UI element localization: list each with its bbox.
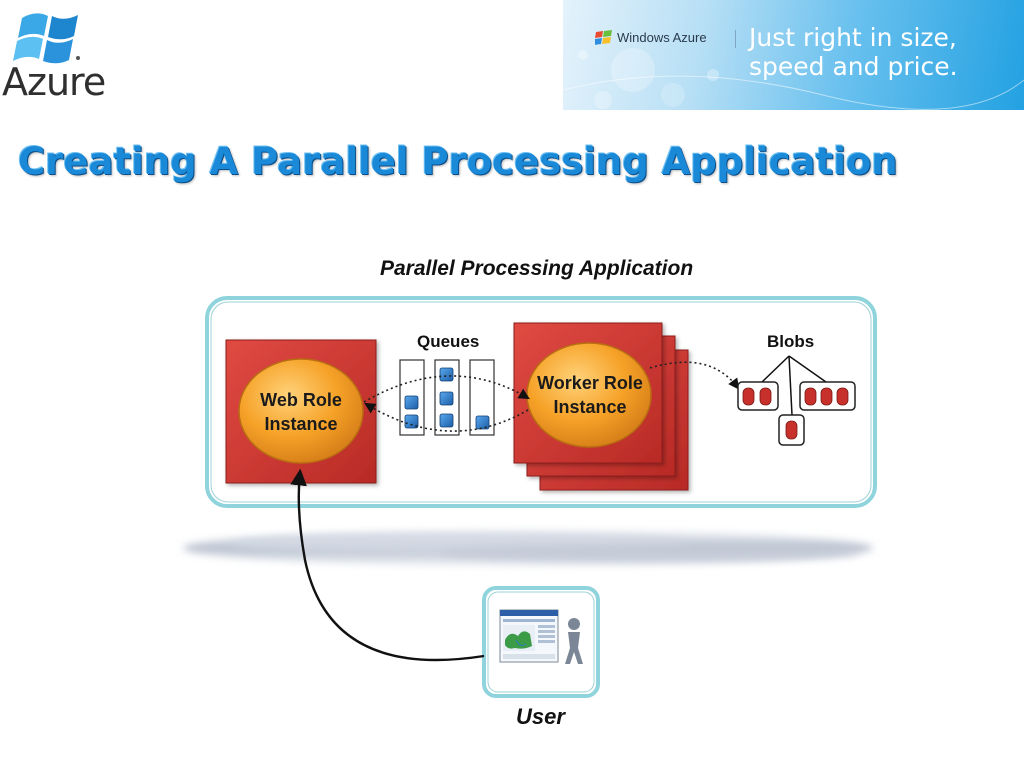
banner-tagline: Just right in size, speed and price. [749, 23, 958, 81]
blobs-group [737, 355, 856, 446]
worker-role-label: Worker Role Instance [525, 371, 655, 419]
cloud-band [183, 530, 873, 566]
queues-group [399, 359, 495, 436]
banner-divider [735, 30, 736, 48]
windows-flag-icon [13, 13, 80, 64]
flow-to-worker-arrow [363, 375, 530, 403]
queue-message-icon [439, 391, 454, 406]
flow-to-web-arrow [364, 402, 529, 432]
person-icon [565, 618, 583, 664]
windows-flag-small-icon [595, 30, 612, 45]
queue-message-icon [439, 413, 454, 428]
worker-role-label-line1: Worker Role [537, 373, 643, 393]
web-role-label: Web Role Instance [236, 388, 366, 436]
queue-message-icon [475, 415, 490, 430]
user-to-web-role-arrow [290, 468, 485, 662]
header-banner: Windows Azure Just right in size, speed … [563, 0, 1024, 110]
web-role-label-line1: Web Role [260, 390, 342, 410]
azure-logo [13, 13, 80, 64]
queue-message-icon [404, 414, 419, 429]
banner-brand: Windows Azure [617, 30, 707, 45]
browser-window-icon [499, 609, 559, 663]
queues-label: Queues [417, 332, 480, 351]
worker-role-label-line2: Instance [553, 397, 627, 417]
slide-title: Creating A Parallel Processing Applicati… [18, 140, 898, 183]
web-role-orb [238, 358, 364, 464]
application-title: Parallel Processing Application [380, 257, 694, 280]
banner-bokeh-decoration [563, 48, 1024, 110]
web-role-label-line2: Instance [264, 414, 338, 434]
blobs-label: Blobs [767, 332, 815, 351]
logo-wordmark: Azure [2, 60, 106, 104]
queue-message-icon [404, 395, 419, 410]
queue-message-icon [439, 367, 454, 382]
user-label: User [516, 704, 565, 729]
